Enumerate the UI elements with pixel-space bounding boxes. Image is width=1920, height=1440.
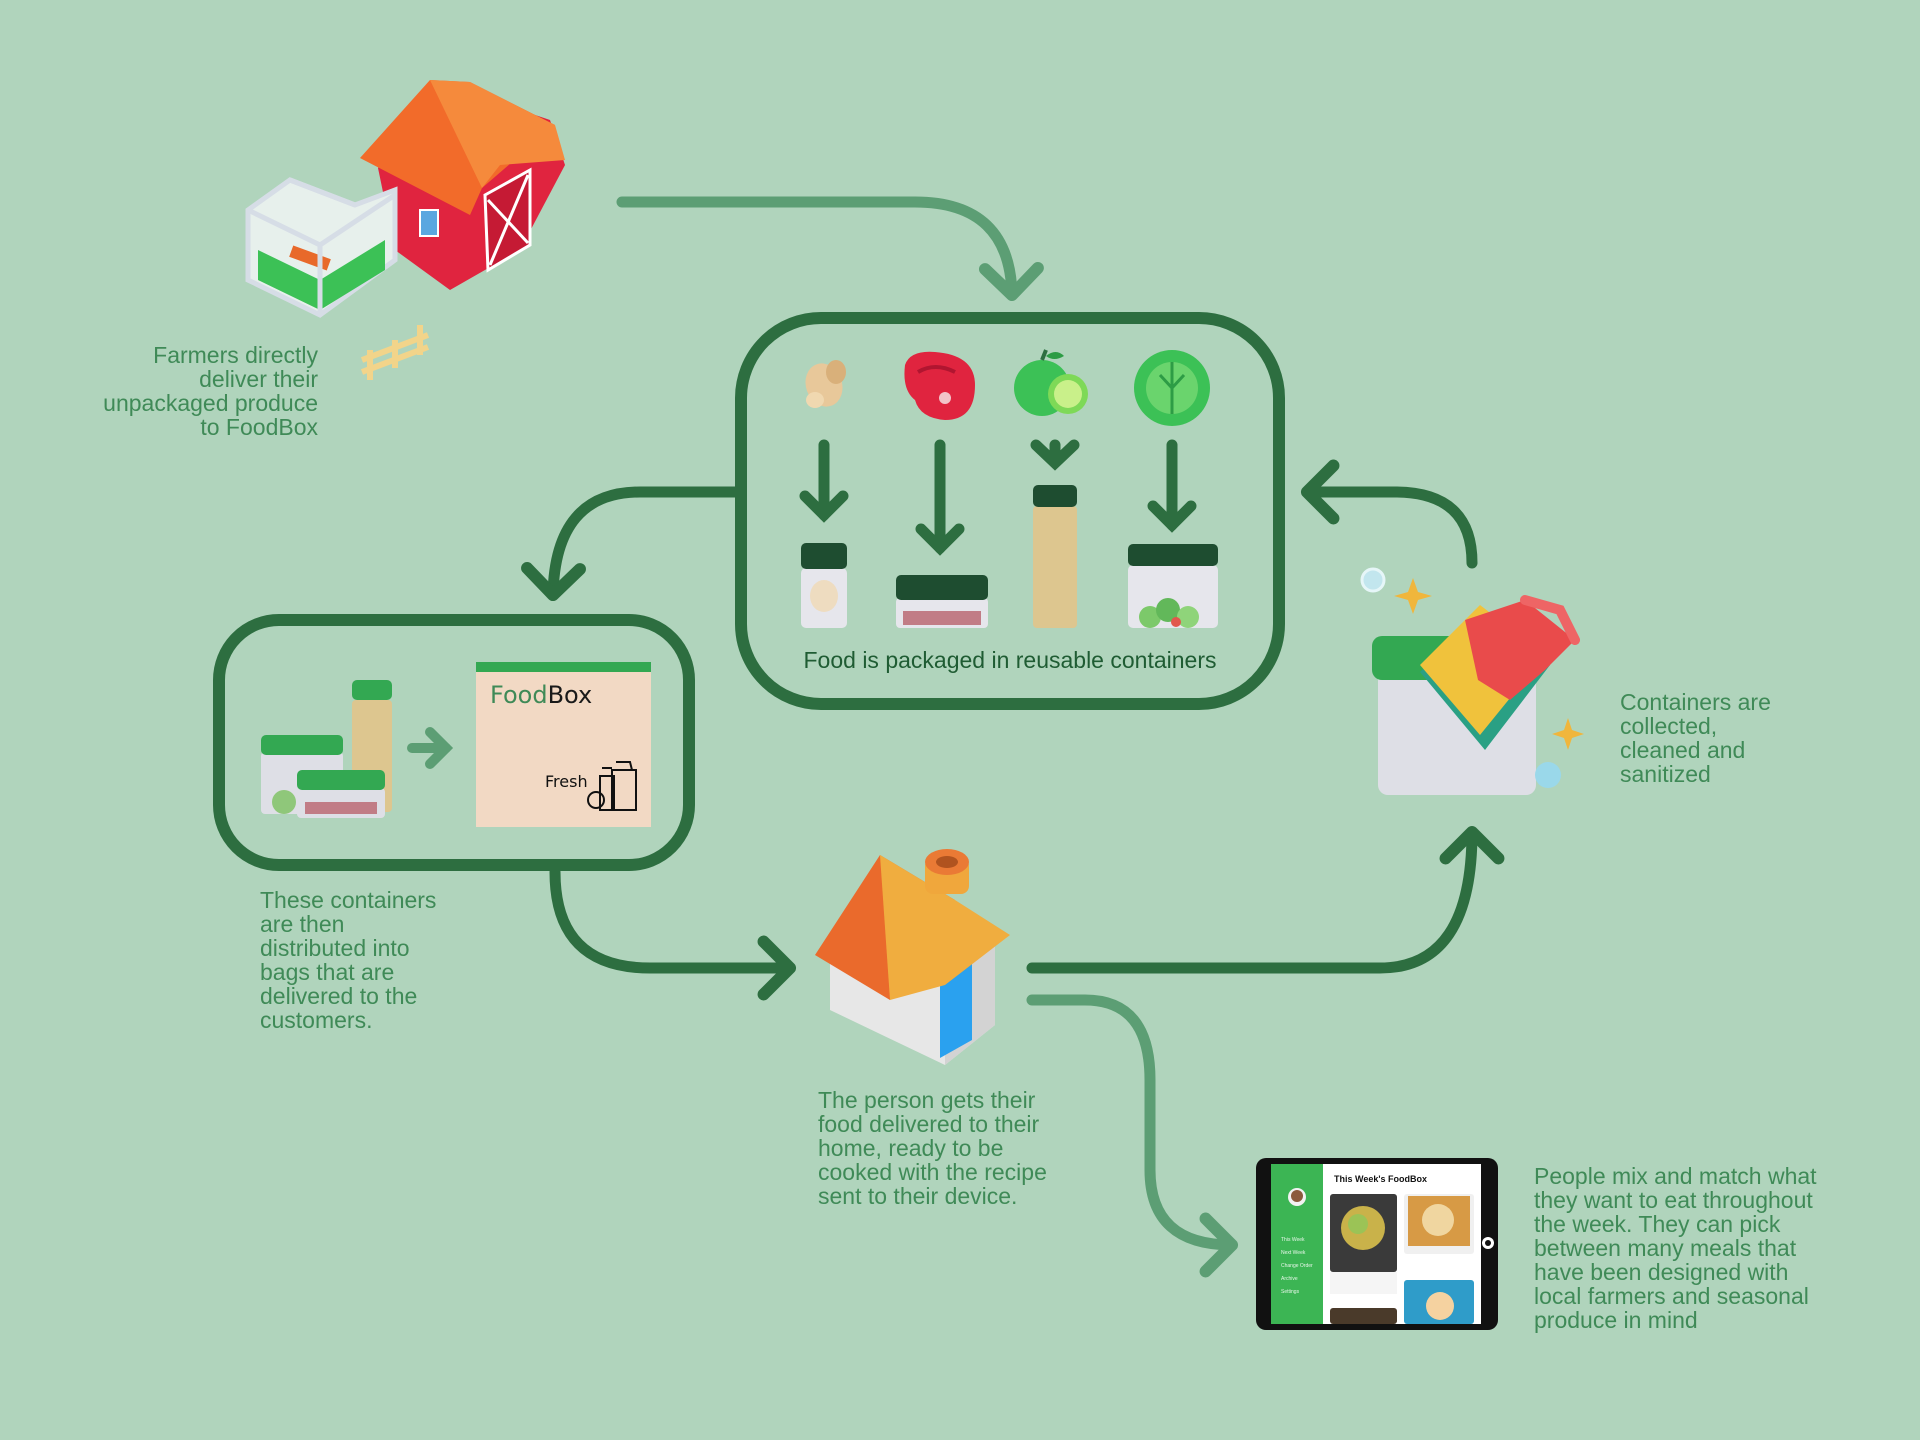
- container-ginger: [801, 543, 847, 628]
- small-right-arrow: [407, 727, 454, 769]
- home-caption: The person gets their food delivered to …: [818, 1087, 1047, 1209]
- sparkle-icon-2: [1552, 718, 1584, 750]
- grocery-icon: [587, 761, 637, 811]
- fence-icon: [360, 325, 430, 380]
- meal-card-4: [1330, 1308, 1397, 1324]
- arrow-cleaning-to-packaging: [1300, 459, 1478, 569]
- sparkle-icon-1: [1394, 578, 1432, 614]
- foodbox-logo: FoodBox: [490, 681, 592, 709]
- bubble-icon-1: [1360, 567, 1386, 593]
- container-meat: [896, 575, 988, 628]
- container-salad: [1128, 544, 1218, 628]
- pack-down-arrow-3: [1030, 439, 1080, 471]
- container-tall: [1033, 485, 1077, 628]
- packaging-caption: Food is packaged in reusable containers: [803, 647, 1217, 673]
- packaging-box: [735, 312, 1285, 710]
- cleaning-icon: [1372, 595, 1580, 795]
- tablet-menu-this-week[interactable]: This Week: [1281, 1237, 1305, 1243]
- grouped-containers: [261, 680, 392, 818]
- tablet-title: This Week's FoodBox: [1334, 1174, 1427, 1184]
- tablet-menu-archive[interactable]: Archive: [1281, 1276, 1298, 1282]
- pack-down-arrow-2: [915, 439, 965, 556]
- foodbox-logo-part2: Box: [547, 681, 593, 709]
- tablet-menu-settings[interactable]: Settings: [1281, 1289, 1300, 1295]
- house-icon: [815, 849, 1010, 1065]
- cleaning-caption: Containers are collected, cleaned and sa…: [1620, 689, 1771, 787]
- lettuce-icon: [1134, 350, 1210, 426]
- arrow-home-to-device: [1026, 994, 1239, 1278]
- pack-down-arrow-1: [799, 439, 849, 523]
- greenhouse-icon: [245, 177, 398, 318]
- foodbox-bag: [476, 662, 651, 827]
- distribution-box: [213, 614, 695, 871]
- tablet-menu-next-week[interactable]: Next Week: [1281, 1250, 1306, 1256]
- distribution-caption: These containers are then distributed in…: [260, 887, 437, 1033]
- barn-icon: [360, 80, 565, 290]
- arrow-distribution-to-home: [549, 866, 797, 1001]
- foodbox-logo-part1: Food: [490, 681, 548, 709]
- ginger-icon: [805, 360, 846, 408]
- tablet-menu-change-order[interactable]: Change Order: [1281, 1263, 1313, 1269]
- steak-icon: [904, 351, 975, 420]
- device-caption: People mix and match what they want to e…: [1534, 1163, 1817, 1333]
- bubble-icon-2: [1535, 762, 1561, 788]
- apple-lime-icon: [1014, 349, 1088, 416]
- bag-fresh-label: Fresh: [545, 772, 588, 791]
- tablet-device: [1256, 1158, 1498, 1330]
- arrow-packaging-to-distribution: [521, 486, 741, 602]
- pack-down-arrow-4: [1147, 439, 1197, 533]
- arrow-farm-to-packaging: [616, 196, 1044, 302]
- arrow-home-to-cleaning: [1026, 825, 1505, 974]
- farm-caption: Farmers directly deliver their unpackage…: [103, 342, 318, 440]
